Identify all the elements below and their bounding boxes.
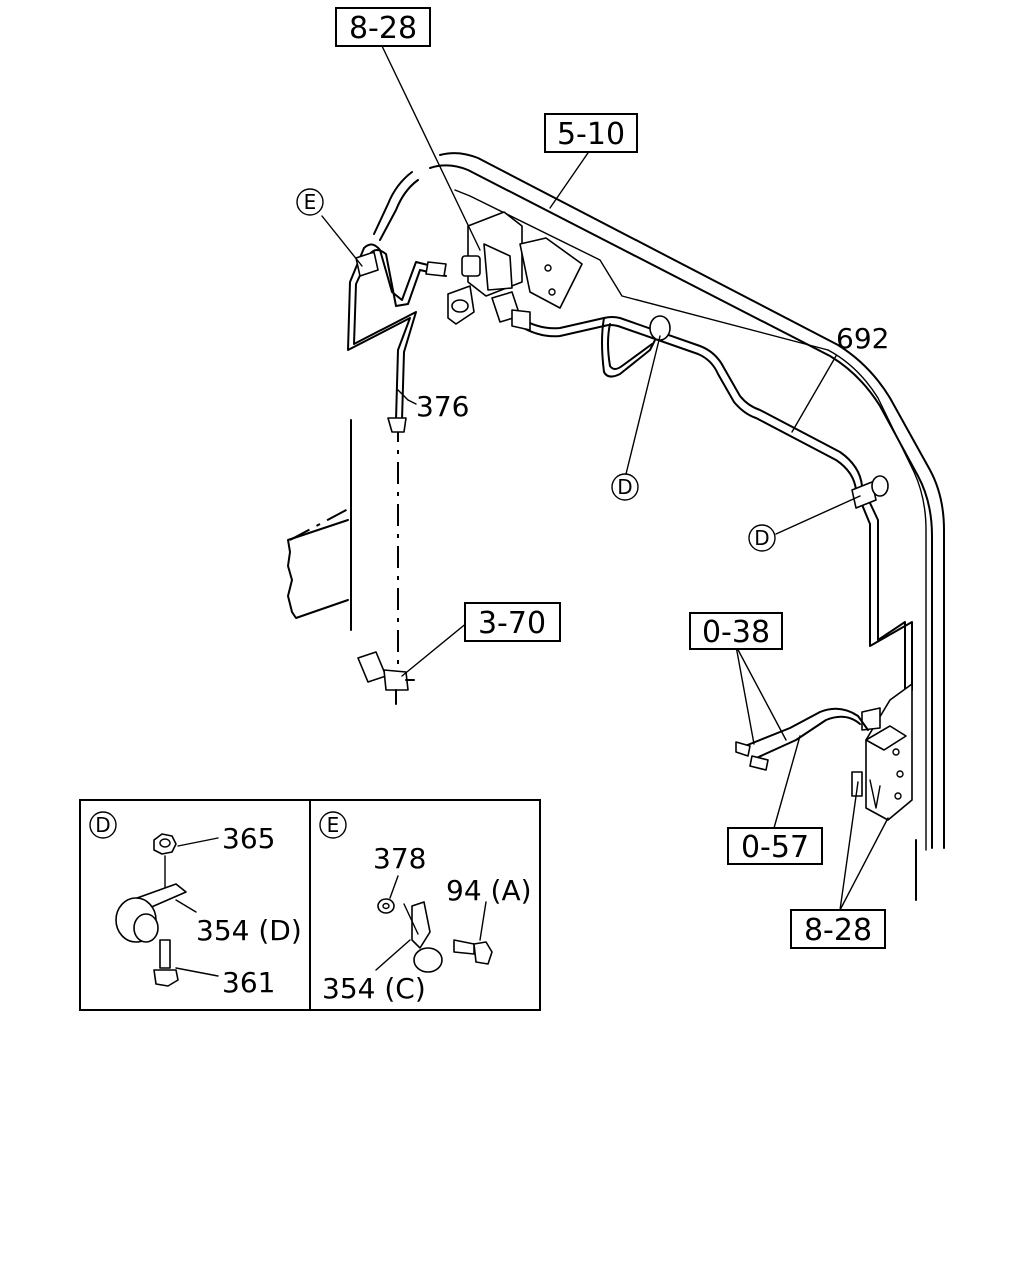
part-label-361: 361: [222, 966, 275, 999]
part-label-378: 378: [373, 842, 426, 875]
ref-label: 8-28: [804, 913, 872, 948]
ref-box-8-28-bottom: 8-28: [790, 909, 886, 949]
ref-label: 8-28: [349, 11, 417, 46]
ref-label: 0-57: [741, 830, 809, 865]
pipe-clamps: [649, 315, 889, 509]
marker-d-right: D: [748, 524, 776, 552]
ref-box-0-38: 0-38: [689, 612, 783, 650]
marker-letter: E: [304, 190, 317, 214]
marker-letter: D: [617, 475, 632, 499]
marker-d-panel: D: [89, 811, 117, 839]
cab-frame: [287, 152, 945, 901]
ref-label: 0-38: [702, 615, 770, 650]
marker-e-panel: E: [319, 811, 347, 839]
detail-d: D 365 354 (D) 361: [89, 811, 302, 999]
part-label-354c: 354 (C): [322, 972, 426, 1005]
pipe-376: [347, 243, 447, 664]
marker-d-middle: D: [611, 473, 639, 501]
part-label-376: 376: [416, 390, 469, 423]
right-valve-bracket: [735, 683, 913, 821]
marker-letter: E: [327, 813, 340, 837]
marker-letter: D: [95, 813, 110, 837]
ref-box-0-57: 0-57: [727, 827, 823, 865]
part-label-365: 365: [222, 822, 275, 855]
ref-label: 5-10: [557, 117, 625, 152]
pipe-692: [519, 316, 913, 691]
part-label-692: 692: [836, 322, 889, 355]
tee-fitting: [357, 651, 415, 705]
leader-lines: [321, 45, 889, 911]
part-label-354d: 354 (D): [196, 914, 302, 947]
detail-e: E 378 94 (A) 354 (C): [319, 811, 532, 1005]
marker-e-main: E: [296, 188, 324, 216]
ref-box-3-70: 3-70: [464, 602, 561, 642]
marker-letter: D: [754, 526, 769, 550]
ref-label: 3-70: [478, 606, 546, 641]
solenoid-valve-assembly: [447, 211, 583, 331]
ref-box-8-28-top: 8-28: [335, 7, 431, 47]
part-label-94a: 94 (A): [446, 874, 532, 907]
ref-box-5-10: 5-10: [544, 113, 638, 153]
